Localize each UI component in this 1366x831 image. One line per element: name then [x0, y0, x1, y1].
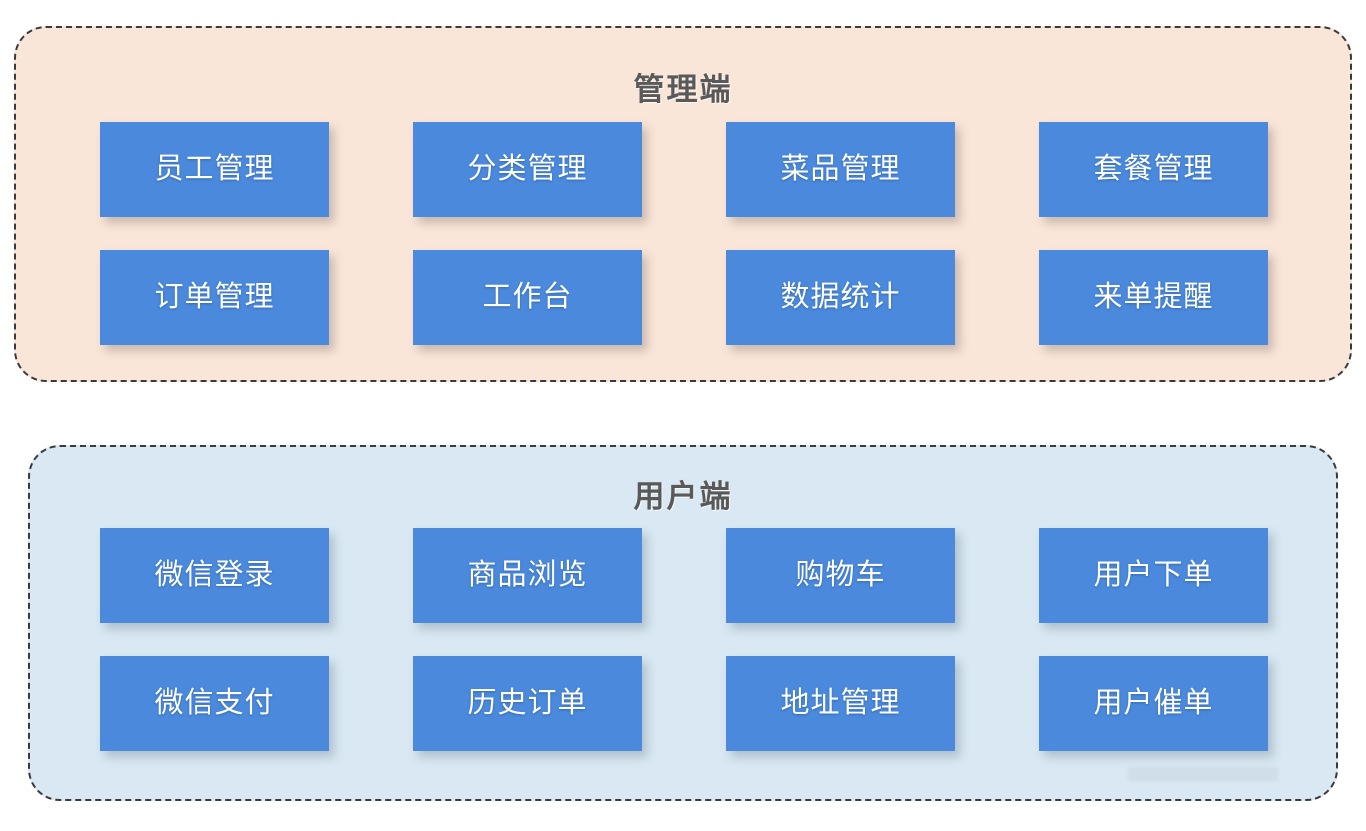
node-admin-dish-management[interactable]: 菜品管理: [726, 122, 955, 217]
node-label: 微信支付: [154, 687, 275, 719]
panel-admin: 管理端 员工管理 分类管理 菜品管理 套餐管理 订单管理 工作台 数据统计: [14, 26, 1352, 382]
node-admin-workbench[interactable]: 工作台: [413, 250, 642, 345]
panel-admin-node-grid: 员工管理 分类管理 菜品管理 套餐管理 订单管理 工作台 数据统计 来单提醒: [100, 122, 1268, 345]
node-label: 菜品管理: [780, 153, 901, 185]
panel-client: 用户端 微信登录 商品浏览 购物车 用户下单 微信支付 历史订单 地址管理: [28, 445, 1338, 801]
node-client-wechat-login[interactable]: 微信登录: [100, 528, 329, 623]
node-admin-data-statistics[interactable]: 数据统计: [726, 250, 955, 345]
node-client-place-order[interactable]: 用户下单: [1039, 528, 1268, 623]
node-client-shopping-cart[interactable]: 购物车: [726, 528, 955, 623]
node-label: 商品浏览: [467, 559, 588, 591]
node-label: 工作台: [482, 281, 573, 313]
node-client-product-browse[interactable]: 商品浏览: [413, 528, 642, 623]
node-label: 套餐管理: [1093, 153, 1214, 185]
node-client-order-reminder[interactable]: 用户催单: [1039, 656, 1268, 751]
node-label: 用户催单: [1093, 687, 1214, 719]
node-admin-order-management[interactable]: 订单管理: [100, 250, 329, 345]
node-admin-employee-management[interactable]: 员工管理: [100, 122, 329, 217]
node-label: 分类管理: [467, 153, 588, 185]
panel-client-node-grid: 微信登录 商品浏览 购物车 用户下单 微信支付 历史订单 地址管理 用户催单: [100, 528, 1268, 751]
node-client-order-history[interactable]: 历史订单: [413, 656, 642, 751]
node-label: 历史订单: [467, 687, 588, 719]
node-admin-order-alert[interactable]: 来单提醒: [1039, 250, 1268, 345]
panel-client-title: 用户端: [633, 479, 733, 514]
node-label: 数据统计: [780, 281, 901, 313]
node-label: 微信登录: [154, 559, 275, 591]
node-label: 用户下单: [1093, 559, 1214, 591]
node-client-wechat-pay[interactable]: 微信支付: [100, 656, 329, 751]
node-label: 购物车: [795, 559, 886, 591]
node-admin-setmeal-management[interactable]: 套餐管理: [1039, 122, 1268, 217]
panel-admin-title: 管理端: [633, 72, 733, 107]
node-label: 员工管理: [154, 153, 275, 185]
watermark-artifact: [1128, 767, 1278, 781]
node-label: 订单管理: [154, 281, 275, 313]
node-client-address-management[interactable]: 地址管理: [726, 656, 955, 751]
node-label: 来单提醒: [1093, 281, 1214, 313]
node-label: 地址管理: [780, 687, 901, 719]
node-admin-category-management[interactable]: 分类管理: [413, 122, 642, 217]
